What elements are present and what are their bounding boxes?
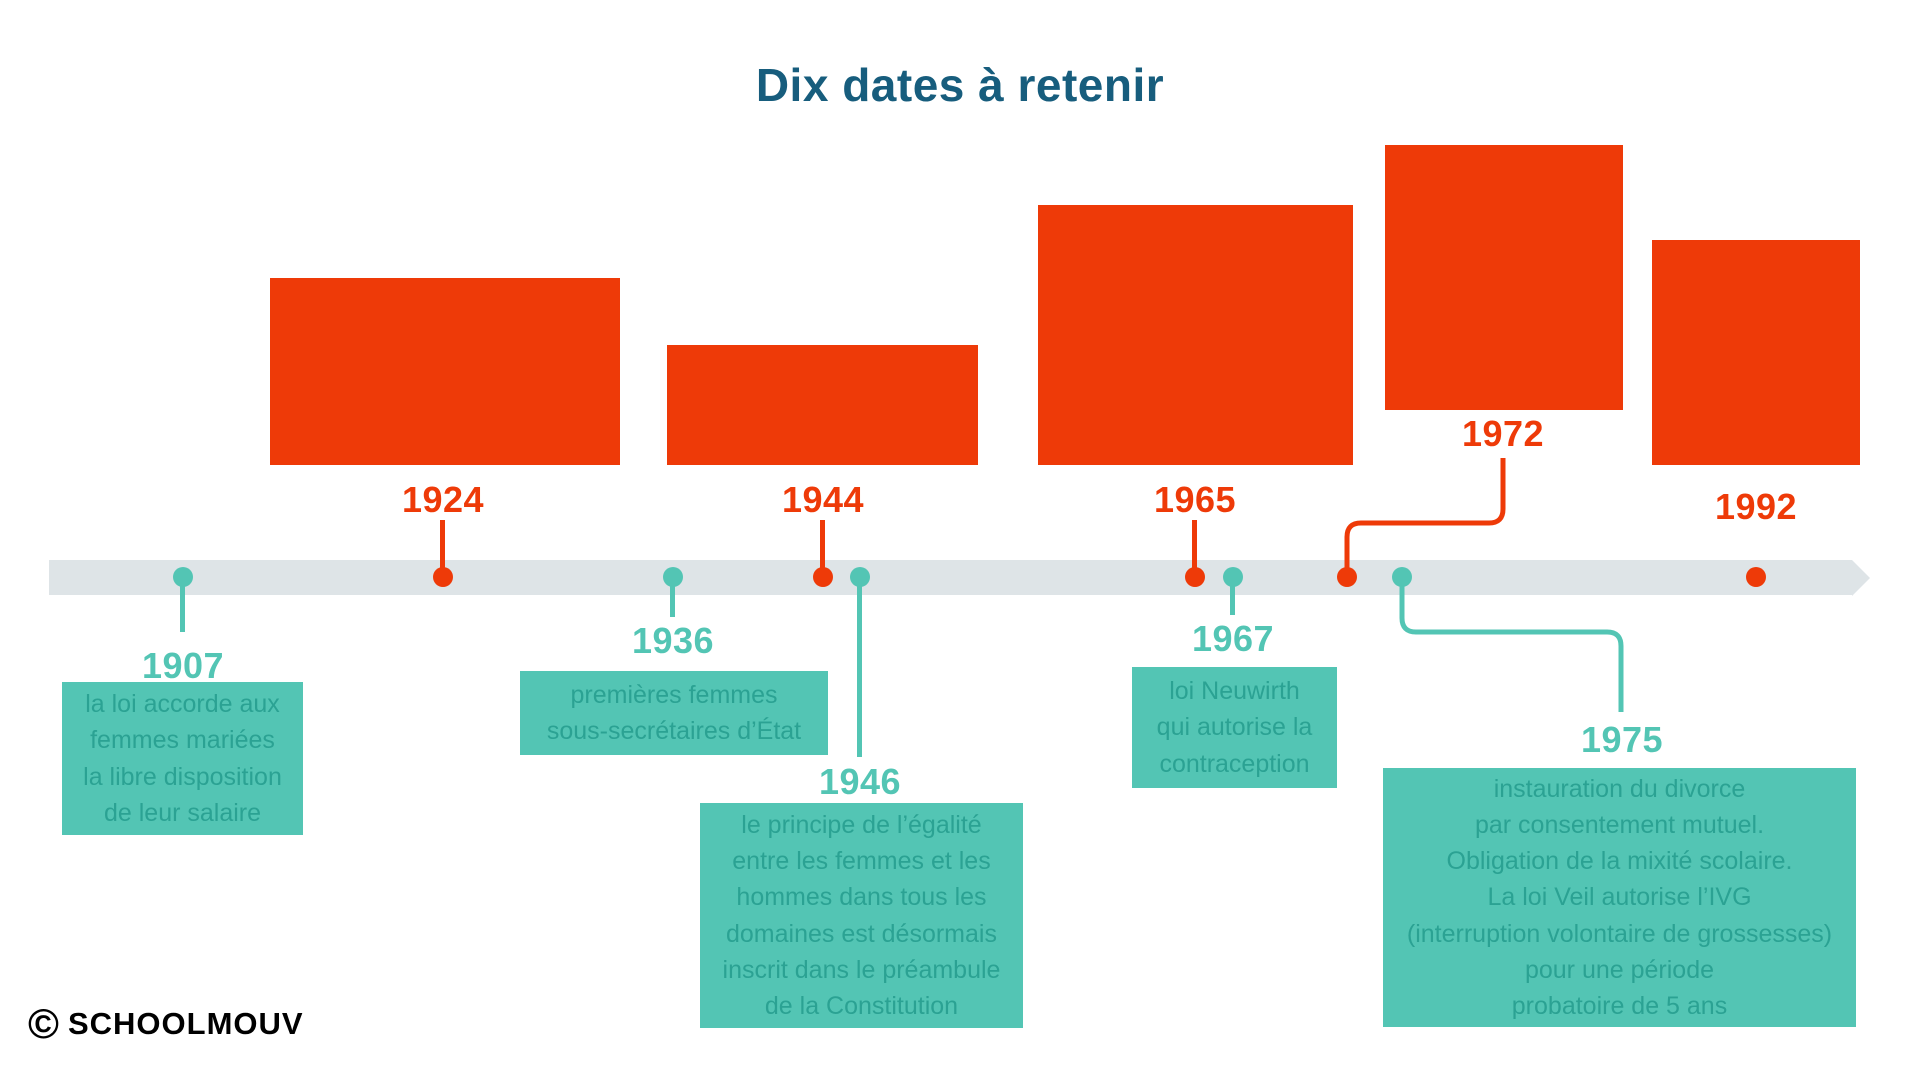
- event-year-label-1907: 1907: [141, 645, 225, 686]
- event-year-label-1972: 1972: [1461, 413, 1545, 454]
- event-description-box-1907: la loi accorde aux femmes mariées la lib…: [62, 682, 303, 835]
- event-content-box-1924: [270, 278, 620, 465]
- event-dot-1946: [850, 567, 870, 587]
- event-description-box-1946: le principe de l’égalité entre les femme…: [700, 803, 1023, 1028]
- timeline-bar: [49, 560, 1852, 595]
- event-description-box-1936: premières femmes sous-secrétaires d’État: [520, 671, 828, 755]
- event-dot-1936: [663, 567, 683, 587]
- event-dot-1944: [813, 567, 833, 587]
- event-content-box-1965: [1038, 205, 1353, 465]
- event-connector-1907: [180, 577, 185, 632]
- copyright-icon: ©: [28, 1000, 59, 1047]
- event-dot-1907: [173, 567, 193, 587]
- event-dot-1967: [1223, 567, 1243, 587]
- event-year-label-1975: 1975: [1580, 719, 1664, 760]
- event-year-label-1992: 1992: [1714, 486, 1798, 527]
- event-content-box-1944: [667, 345, 978, 465]
- event-year-label-1924: 1924: [401, 479, 485, 520]
- event-content-box-1992: [1652, 240, 1860, 465]
- event-dot-1992: [1746, 567, 1766, 587]
- event-year-label-1936: 1936: [631, 620, 715, 661]
- event-description-box-1975: instauration du divorce par consentement…: [1383, 768, 1856, 1027]
- event-connector-1944: [820, 520, 825, 577]
- schoolmouv-logo: © SCHOOLMOUV: [28, 1003, 304, 1045]
- event-dot-1975: [1392, 567, 1412, 587]
- event-year-label-1946: 1946: [818, 761, 902, 802]
- event-year-label-1967: 1967: [1191, 618, 1275, 659]
- event-connector-1965: [1192, 520, 1197, 577]
- event-year-label-1944: 1944: [781, 479, 865, 520]
- event-content-box-1972: [1385, 145, 1623, 410]
- event-connector-curve-1972: [1344, 458, 1506, 572]
- event-connector-1967: [1230, 577, 1235, 615]
- logo-text: SCHOOLMOUV: [67, 1006, 304, 1041]
- event-year-label-1965: 1965: [1153, 479, 1237, 520]
- page-title: Dix dates à retenir: [755, 59, 1165, 111]
- event-connector-1936: [670, 577, 675, 617]
- event-connector-curve-1975: [1399, 582, 1624, 712]
- event-connector-1924: [440, 520, 445, 577]
- event-dot-1972: [1337, 567, 1357, 587]
- event-dot-1924: [433, 567, 453, 587]
- timeline-arrow-icon: [1852, 560, 1870, 596]
- event-dot-1965: [1185, 567, 1205, 587]
- event-connector-1946: [857, 577, 862, 757]
- event-description-box-1967: loi Neuwirth qui autorise la contracepti…: [1132, 667, 1337, 788]
